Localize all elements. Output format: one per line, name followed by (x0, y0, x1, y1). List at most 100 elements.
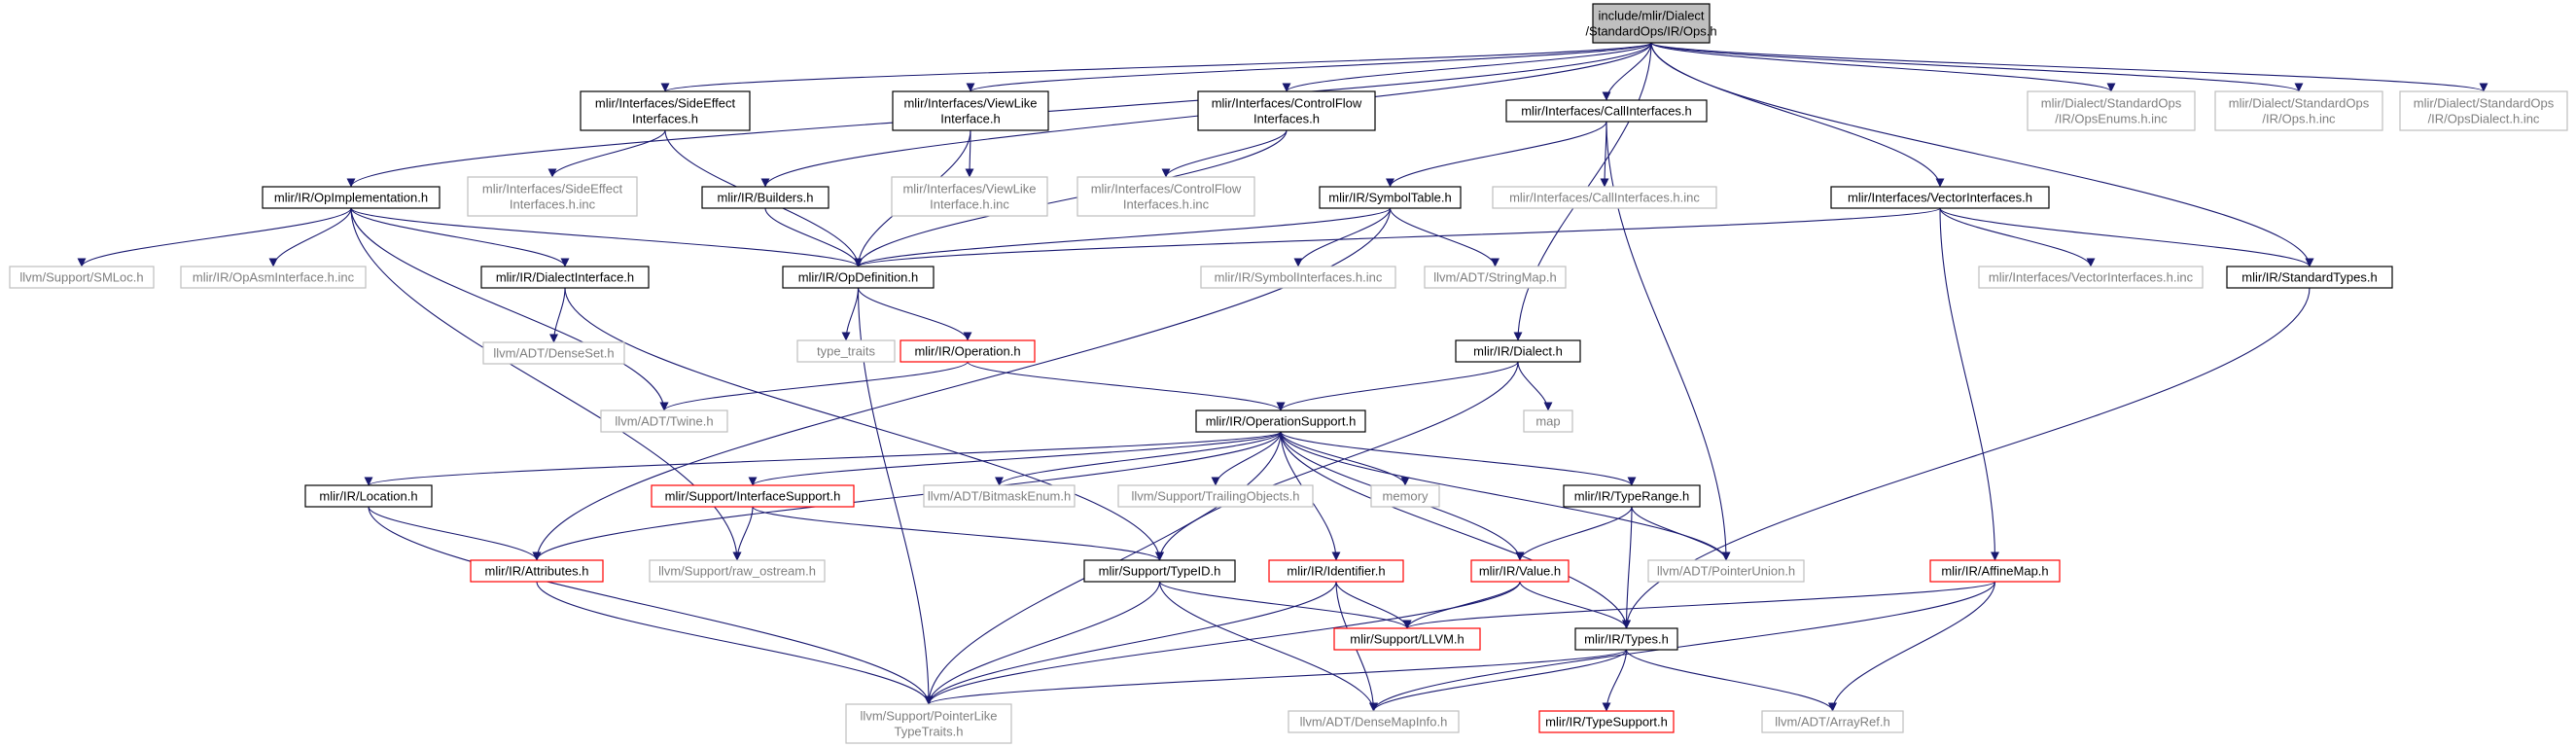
node-label: llvm/Support/SMLoc.h (19, 270, 143, 285)
node-label: mlir/IR/Attributes.h (485, 564, 589, 579)
node-label: mlir/IR/Identifier.h (1287, 564, 1385, 579)
node-denseset[interactable]: llvm/ADT/DenseSet.h (482, 341, 625, 365)
edge-opsupport-to-bitmask (995, 431, 1282, 486)
edge-opimpl-to-dialectif (350, 207, 570, 267)
node-standardtypes[interactable]: mlir/IR/StandardTypes.h (2226, 266, 2393, 289)
edge-value-to-ptrlike (924, 581, 1521, 705)
edge-value-to-types (1519, 581, 1631, 629)
edge-controlflow-to-controlflowinc (1161, 129, 1288, 178)
node-smloc[interactable]: llvm/Support/SMLoc.h (9, 266, 155, 289)
node-memory[interactable]: memory (1370, 484, 1440, 508)
node-callif[interactable]: mlir/Interfaces/CallInterfaces.h (1505, 99, 1708, 123)
node-label: Interfaces.h (1253, 112, 1320, 126)
node-label: mlir/Interfaces/CallInterfaces.h.inc (1509, 191, 1700, 205)
edge-vectorif-to-affinemap (1939, 207, 1999, 561)
node-attributes[interactable]: mlir/IR/Attributes.h (470, 559, 604, 583)
node-densemapinfo[interactable]: llvm/ADT/DenseMapInfo.h (1288, 710, 1460, 733)
node-map[interactable]: map (1523, 409, 1573, 433)
node-symbolifinc[interactable]: mlir/IR/SymbolInterfaces.h.inc (1200, 266, 1396, 289)
edge-opsupport-to-memory (1280, 431, 1410, 486)
edge-value-to-llvmh (1402, 581, 1521, 629)
node-box (470, 559, 604, 583)
node-builders[interactable]: mlir/IR/Builders.h (701, 186, 829, 209)
edge-sideeffect-to-sideeffectinc (547, 129, 666, 178)
node-opimpl[interactable]: mlir/IR/OpImplementation.h (262, 186, 441, 209)
node-stringmap[interactable]: llvm/ADT/StringMap.h (1424, 266, 1567, 289)
node-label: mlir/Interfaces/VectorInterfaces.h (1848, 191, 2032, 205)
node-affinemap[interactable]: mlir/IR/AffineMap.h (1929, 559, 2061, 583)
edge-opdef-to-typetraits (841, 287, 860, 341)
node-label: include/mlir/Dialect (1598, 9, 1704, 23)
node-trailing[interactable]: llvm/Support/TrailingObjects.h (1117, 484, 1314, 508)
edge-operation-to-opsupport (967, 361, 1286, 411)
node-box (1195, 409, 1366, 433)
node-callifinc[interactable]: mlir/Interfaces/CallInterfaces.h.inc (1492, 186, 1717, 209)
node-label: mlir/IR/Location.h (319, 489, 417, 504)
edge-opimpl-to-twine (350, 207, 669, 411)
edge-opimpl-to-opasminc (268, 207, 352, 267)
node-rawostream[interactable]: llvm/Support/raw_ostream.h (649, 559, 826, 583)
node-typerange[interactable]: mlir/IR/TypeRange.h (1563, 484, 1701, 508)
node-ops[interactable]: include/mlir/Dialect/StandardOps/IR/Ops.… (1585, 3, 1717, 44)
edge-types-to-arrayref (1625, 649, 1837, 712)
node-typeid[interactable]: mlir/Support/TypeID.h (1083, 559, 1236, 583)
node-opsinc[interactable]: mlir/Dialect/StandardOps/IR/Ops.h.inc (2214, 90, 2383, 131)
node-label: llvm/Support/raw_ostream.h (658, 564, 816, 579)
node-label: mlir/Interfaces/CallInterfaces.h (1521, 104, 1692, 119)
node-bitmask[interactable]: llvm/ADT/BitmaskEnum.h (923, 484, 1076, 508)
edge-ops-to-callif (1602, 42, 1652, 101)
node-box (482, 341, 625, 365)
node-label: mlir/Dialect/StandardOps (2041, 96, 2182, 111)
node-opsenums[interactable]: mlir/Dialect/StandardOps/IR/OpsEnums.h.i… (2027, 90, 2196, 131)
node-ifsupport[interactable]: mlir/Support/InterfaceSupport.h (651, 484, 855, 508)
node-sideeffectinc[interactable]: mlir/Interfaces/SideEffectInterfaces.h.i… (467, 176, 638, 217)
node-label: llvm/ADT/PointerUnion.h (1657, 564, 1795, 579)
edge-ifsupport-to-typeid (752, 506, 1164, 561)
node-controlflowinc[interactable]: mlir/Interfaces/ControlFlowInterfaces.h.… (1076, 176, 1255, 217)
node-label: mlir/IR/SymbolInterfaces.h.inc (1215, 270, 1383, 285)
node-opdef[interactable]: mlir/IR/OpDefinition.h (782, 266, 935, 289)
node-opsdialectinc[interactable]: mlir/Dialect/StandardOps/IR/OpsDialect.h… (2399, 90, 2568, 131)
node-symboltable[interactable]: mlir/IR/SymbolTable.h (1319, 186, 1462, 209)
node-operation[interactable]: mlir/IR/Operation.h (900, 339, 1036, 363)
node-arrayref[interactable]: llvm/ADT/ArrayRef.h (1761, 710, 1904, 733)
node-typetraits[interactable]: type_traits (796, 339, 896, 363)
node-types[interactable]: mlir/IR/Types.h (1574, 627, 1678, 651)
node-vectorifinc[interactable]: mlir/Interfaces/VectorInterfaces.h.inc (1978, 266, 2204, 289)
node-label: llvm/ADT/DenseMapInfo.h (1300, 715, 1448, 729)
node-dialect[interactable]: mlir/IR/Dialect.h (1455, 339, 1581, 363)
node-box (2226, 266, 2393, 289)
node-twine[interactable]: llvm/ADT/Twine.h (600, 409, 728, 433)
node-box (923, 484, 1076, 508)
node-identifier[interactable]: mlir/IR/Identifier.h (1268, 559, 1404, 583)
edge-opdef-to-operation (857, 287, 972, 341)
edge-identifier-to-ptrlike (924, 581, 1337, 705)
node-opsupport[interactable]: mlir/IR/OperationSupport.h (1195, 409, 1366, 433)
node-label: mlir/Dialect/StandardOps (2229, 96, 2370, 111)
node-typesupport[interactable]: mlir/IR/TypeSupport.h (1538, 710, 1675, 733)
node-label: mlir/IR/DialectInterface.h (496, 270, 634, 285)
node-box (480, 266, 650, 289)
node-value[interactable]: mlir/IR/Value.h (1470, 559, 1570, 583)
edge-typerange-to-types (1622, 506, 1633, 629)
node-label: type_traits (817, 344, 875, 359)
node-dialectif[interactable]: mlir/IR/DialectInterface.h (480, 266, 650, 289)
node-box (1319, 186, 1462, 209)
edge-callif-to-pointerunion (1606, 121, 1731, 561)
edge-opsupport-to-pointerunion (1280, 431, 1731, 561)
node-box (2027, 90, 2196, 131)
edge-builders-to-opdef (764, 207, 863, 267)
node-llvmh[interactable]: mlir/Support/LLVM.h (1333, 627, 1481, 651)
node-location[interactable]: mlir/IR/Location.h (304, 484, 433, 508)
node-pointerunion[interactable]: llvm/ADT/PointerUnion.h (1647, 559, 1805, 583)
node-label: llvm/ADT/ArrayRef.h (1775, 715, 1889, 729)
node-opasminc[interactable]: mlir/IR/OpAsmInterface.h.inc (180, 266, 367, 289)
node-box (782, 266, 935, 289)
node-vectorif[interactable]: mlir/Interfaces/VectorInterfaces.h (1830, 186, 2050, 209)
